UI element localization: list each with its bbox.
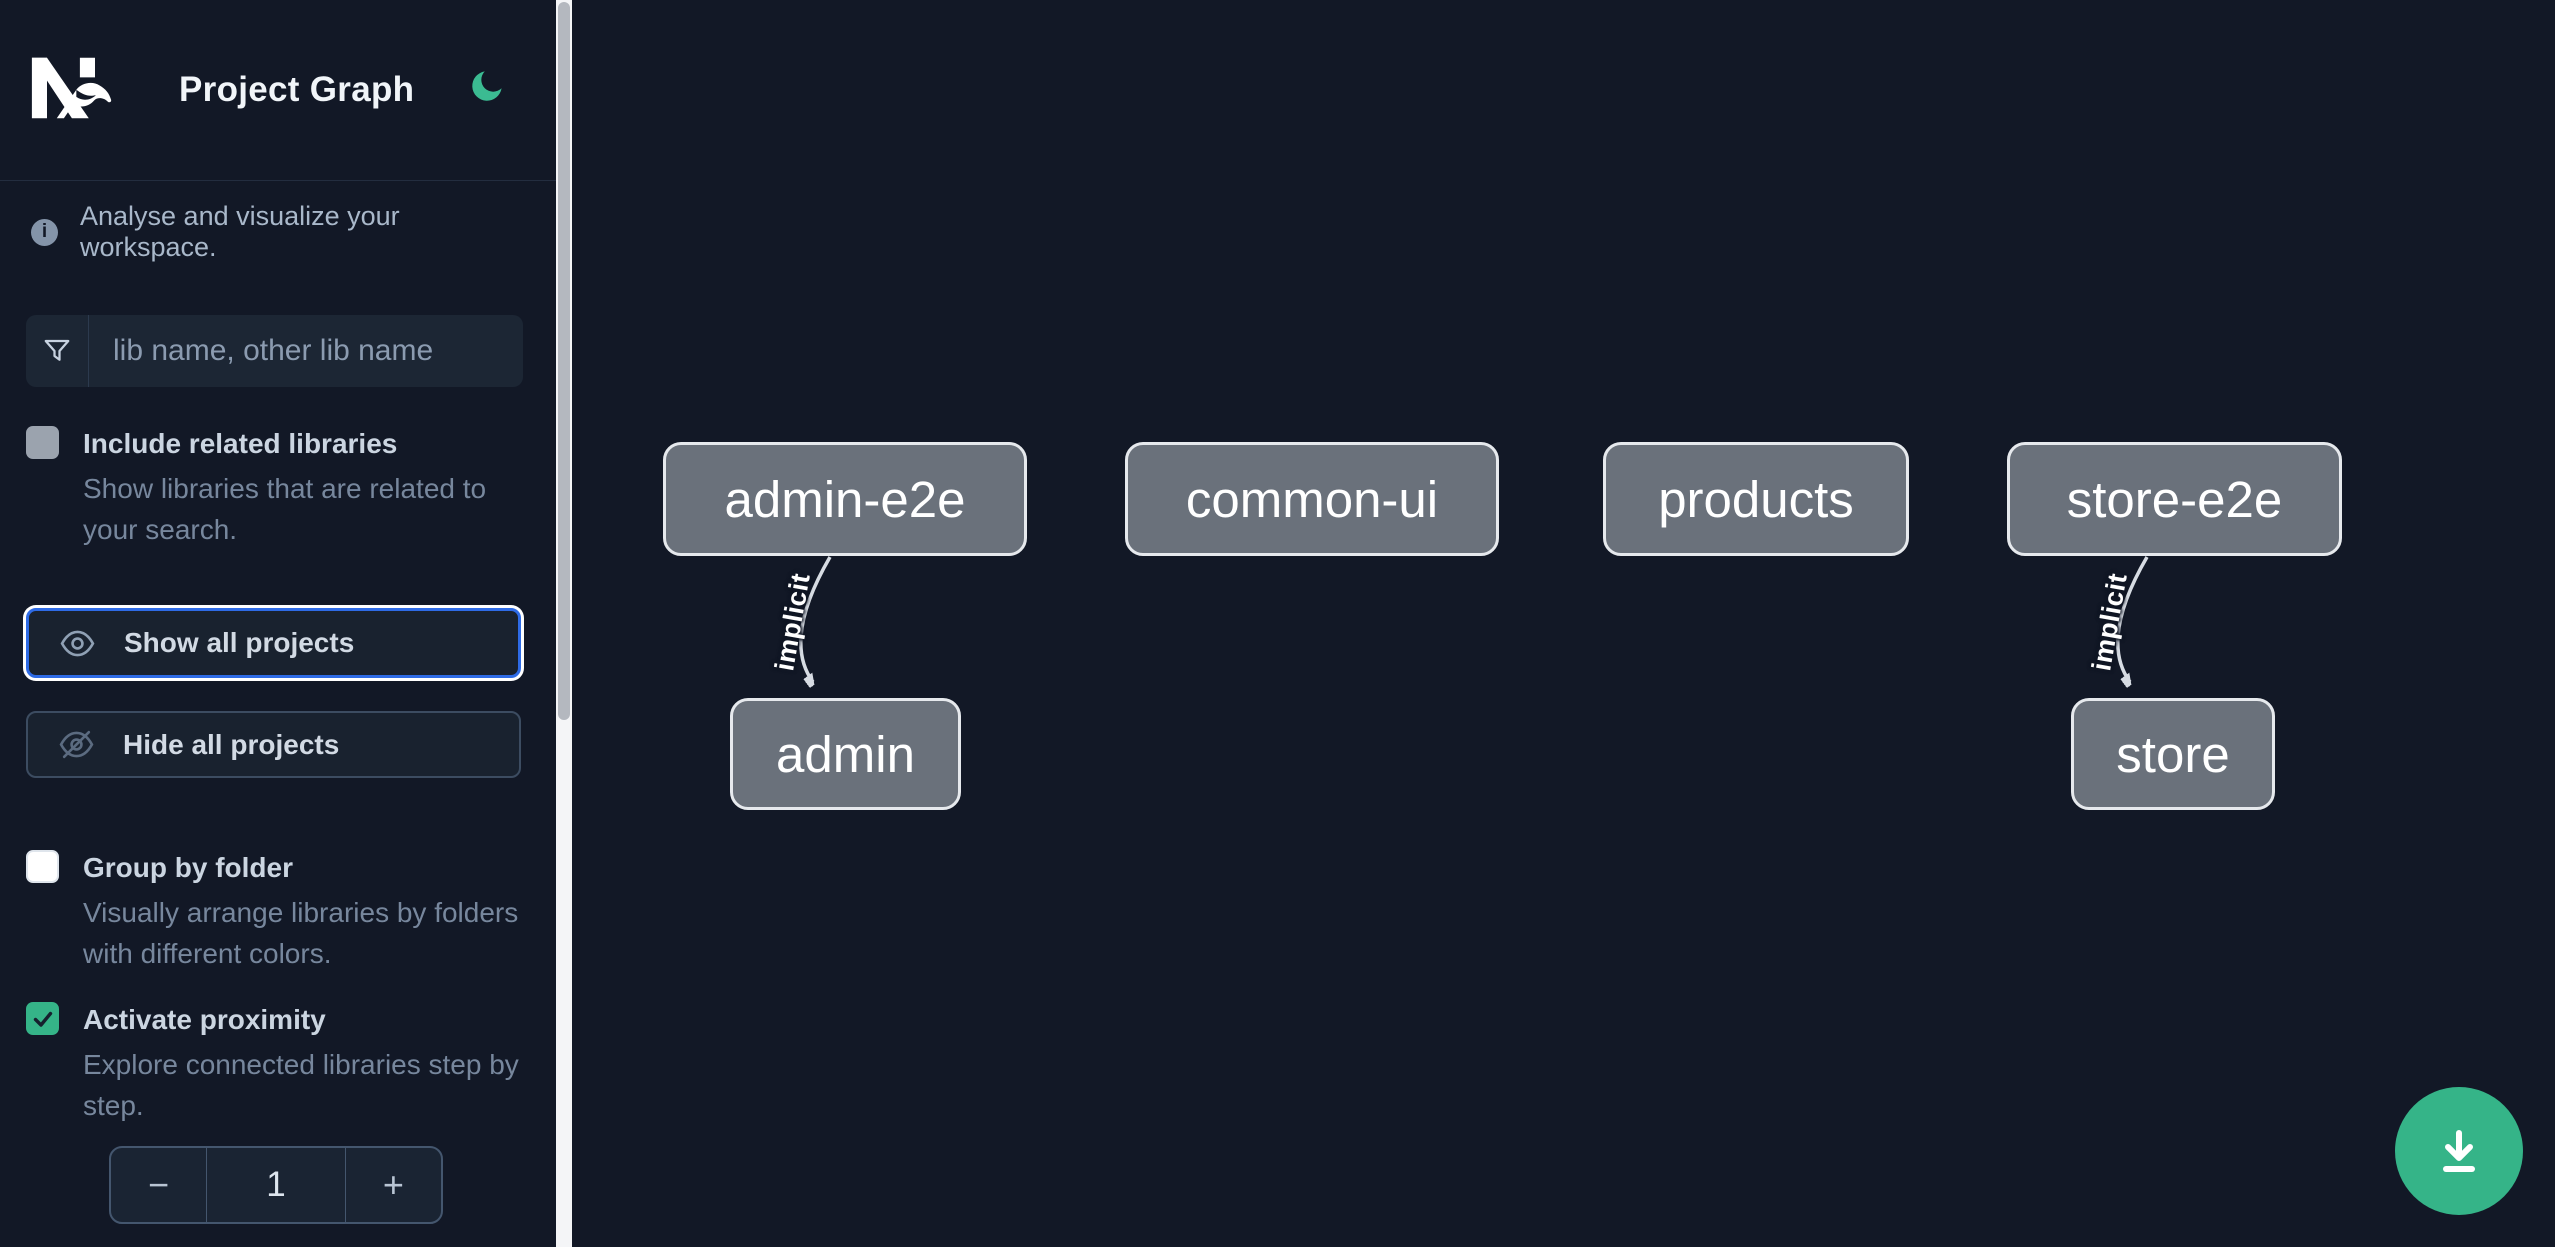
toggle-activate-proximity[interactable]: Activate proximity Explore connected lib… [26, 1000, 531, 1126]
graph-node-common-ui[interactable]: common-ui [1125, 442, 1499, 556]
toggle-description: Show libraries that are related to your … [83, 472, 487, 545]
sidebar-header: Project Graph [0, 0, 556, 181]
graph-node-products[interactable]: products [1603, 442, 1909, 556]
moon-icon [472, 70, 502, 101]
graph-node-admin[interactable]: admin [730, 698, 961, 810]
checkmark-icon [33, 1011, 52, 1027]
eye-slash-icon [59, 730, 94, 759]
scrollbar-thumb[interactable] [558, 2, 570, 720]
funnel-icon [44, 339, 70, 361]
graph-node-store-e2e[interactable]: store-e2e [2007, 442, 2342, 556]
toggle-group-by-folder[interactable]: Group by folder Visually arrange librari… [26, 848, 531, 974]
hide-all-projects-button[interactable]: Hide all projects [26, 711, 521, 778]
checkbox-activate-proximity[interactable] [26, 1002, 59, 1035]
eye-icon [60, 630, 95, 656]
info-icon: i [31, 218, 58, 246]
download-graph-button[interactable] [2395, 1087, 2523, 1215]
increment-button[interactable]: + [344, 1148, 441, 1222]
hide-all-projects-label: Hide all projects [123, 728, 340, 760]
toggle-include-related[interactable]: Include related libraries Show libraries… [26, 424, 531, 550]
proximity-depth-stepper: − 1 + [109, 1146, 443, 1224]
filter-input[interactable] [89, 315, 523, 387]
decrement-button[interactable]: − [111, 1148, 208, 1222]
edge-store-e2e-store[interactable] [2115, 556, 2149, 682]
toggle-title: Group by folder [83, 852, 293, 883]
sidebar-scrollbar[interactable] [556, 0, 572, 1247]
checkbox-include-related[interactable] [26, 426, 59, 459]
checkbox-group-by-folder[interactable] [26, 850, 59, 883]
workspace-info: i Analyse and visualize your workspace. [31, 201, 531, 263]
depth-value: 1 [266, 1165, 286, 1204]
show-all-projects-button[interactable]: Show all projects [26, 608, 521, 678]
toggle-description: Visually arrange libraries by folders wi… [83, 896, 519, 969]
graph-edges [798, 556, 2149, 1247]
toggle-description: Explore connected libraries step by step… [83, 1048, 519, 1121]
show-all-projects-label: Show all projects [124, 627, 355, 658]
tagline-text: Analyse and visualize your workspace. [80, 201, 400, 262]
page-title: Project Graph [179, 70, 415, 109]
filter-icon-cell [26, 315, 89, 387]
graph-node-store[interactable]: store [2071, 698, 2275, 810]
sidebar: Project Graph i Analyse and visualize yo… [0, 0, 556, 1247]
graph-canvas[interactable]: implicit implicit admin-e2e common-ui pr… [572, 0, 2555, 1247]
download-icon [2443, 1130, 2475, 1172]
edge-admin-e2e-admin[interactable] [798, 556, 832, 682]
filter-input-group [26, 315, 523, 387]
toggle-title: Include related libraries [83, 428, 398, 459]
toggle-title: Activate proximity [83, 1004, 326, 1035]
theme-toggle-button[interactable] [466, 66, 508, 108]
nx-logo-icon [31, 57, 112, 119]
graph-node-admin-e2e[interactable]: admin-e2e [663, 442, 1027, 556]
